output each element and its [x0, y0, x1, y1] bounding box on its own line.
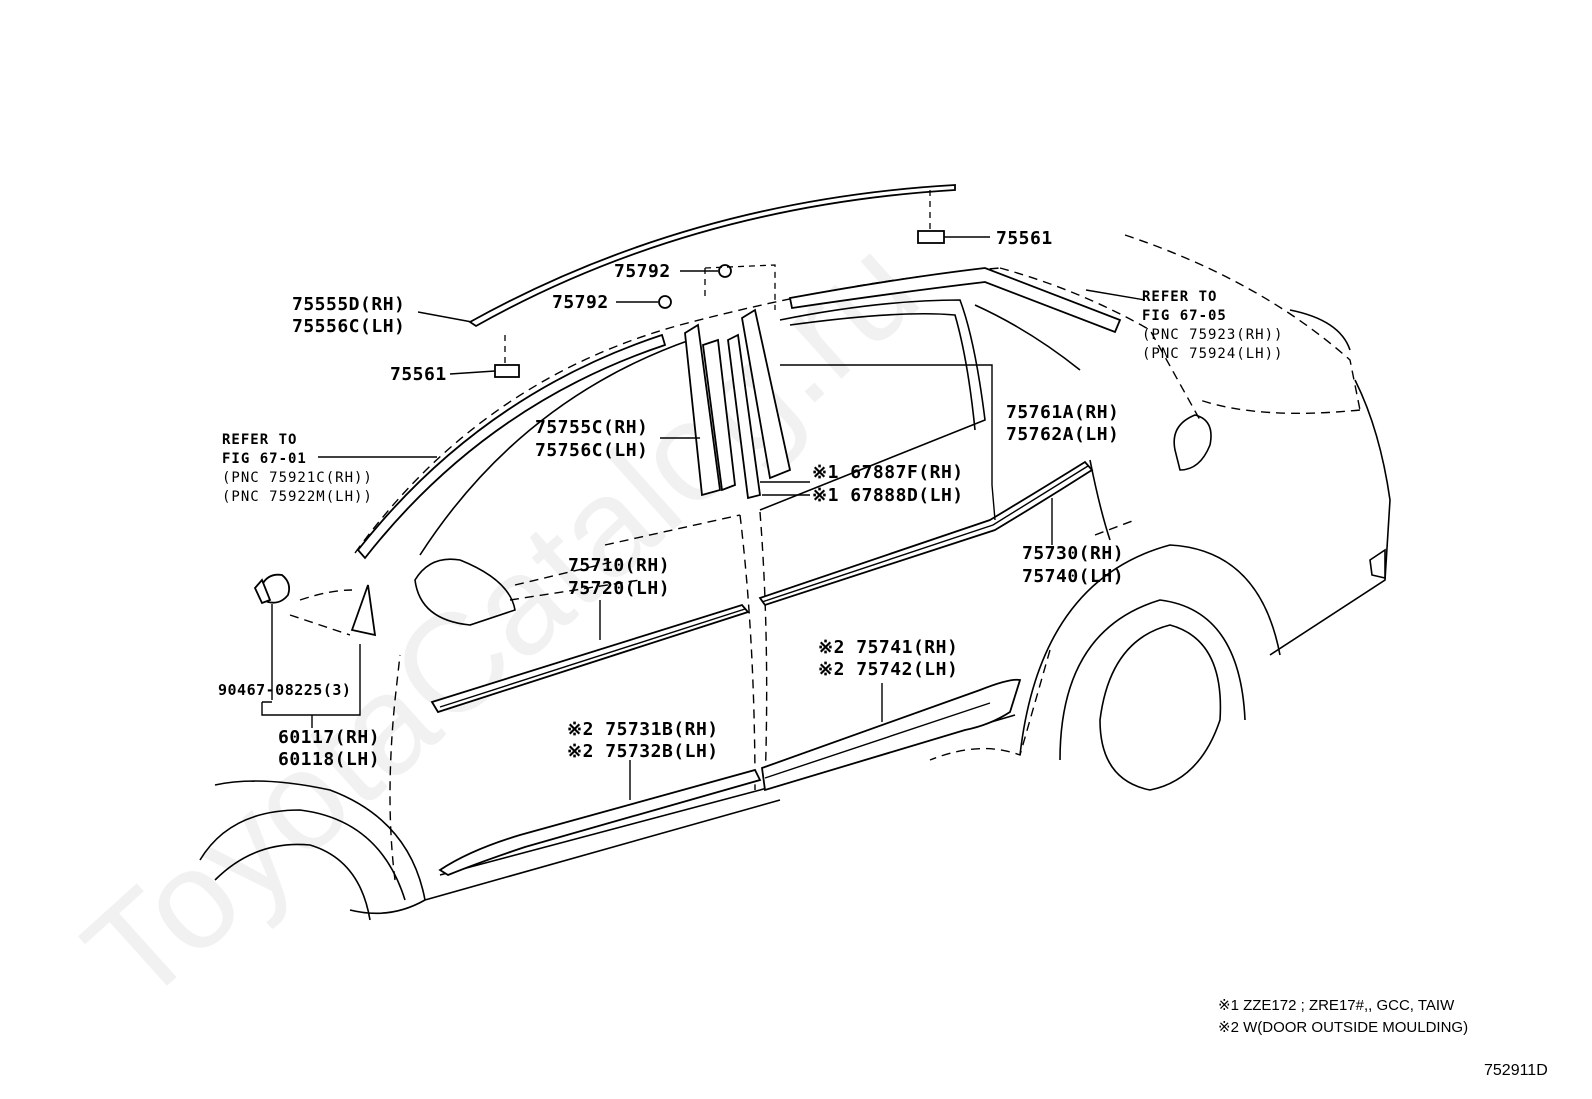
footnote-1: ※1 ZZE172 ; ZRE17#,, GCC, TAIW: [1218, 997, 1455, 1014]
label-75730: 75730(RH): [1022, 543, 1124, 564]
svg-text:FIG 67-01: FIG 67-01: [222, 451, 307, 467]
clip-75561-left: [494, 335, 520, 378]
svg-text:(PNC 75923(RH)): (PNC 75923(RH)): [1142, 327, 1283, 343]
svg-text:FIG 67-05: FIG 67-05: [1142, 308, 1227, 324]
label-90467: 90467-08225(3): [218, 681, 351, 699]
svg-text:REFER TO: REFER TO: [1142, 289, 1217, 305]
label-75732b: ※2 75732B(LH): [567, 741, 719, 762]
roof-drip-moulding: [468, 184, 956, 328]
label-60117: 60117(RH): [278, 727, 380, 748]
label-75561-left: 75561: [390, 364, 447, 385]
svg-text:(PNC 75924(LH)): (PNC 75924(LH)): [1142, 346, 1283, 362]
label-75731b: ※2 75731B(RH): [567, 719, 719, 740]
svg-text:REFER TO: REFER TO: [222, 432, 297, 448]
refer-to-fig-67-05: REFER TO FIG 67-05 (PNC 75923(RH)) (PNC …: [1142, 289, 1283, 362]
front-window-top-moulding: [356, 333, 667, 560]
label-75792-a: 75792: [614, 261, 671, 282]
rear-window-frame-moulding: [788, 267, 1122, 334]
label-75756c: 75756C(LH): [535, 440, 648, 461]
label-67887f: ※1 67887F(RH): [812, 462, 964, 483]
label-75720: 75720(LH): [568, 578, 670, 599]
leader-lines: [261, 236, 1146, 800]
label-75555d: 75555D(RH): [292, 294, 405, 315]
label-60118: 60118(LH): [278, 749, 380, 770]
footnote-2: ※2 W(DOOR OUTSIDE MOULDING): [1218, 1019, 1468, 1036]
center-pillar-garnish: [727, 308, 792, 500]
label-75742: ※2 75742(LH): [818, 659, 958, 680]
label-75792-b: 75792: [552, 292, 609, 313]
label-75761a: 75761A(RH): [1006, 402, 1119, 423]
svg-text:(PNC 75921C(RH)): (PNC 75921C(RH)): [222, 470, 373, 486]
rear-belt-moulding: [758, 460, 1094, 607]
refer-to-fig-67-01: REFER TO FIG 67-01 (PNC 75921C(RH)) (PNC…: [222, 432, 373, 505]
label-75710: 75710(RH): [568, 555, 670, 576]
label-75755c: 75755C(RH): [535, 417, 648, 438]
rear-door-outside-moulding: [761, 678, 1022, 792]
clip-75792-a: [718, 264, 732, 278]
clip-75792-b: [658, 295, 672, 309]
svg-text:(PNC 75922M(LH)): (PNC 75922M(LH)): [222, 489, 373, 505]
label-75741: ※2 75741(RH): [818, 637, 958, 658]
clip-90467: [253, 573, 291, 605]
watermark: ToyotaCatalog.ru: [55, 207, 947, 1032]
front-pillar-garnish: [684, 323, 736, 497]
label-75556c: 75556C(LH): [292, 316, 405, 337]
diagram-code: 752911D: [1484, 1062, 1548, 1079]
label-75561-top: 75561: [996, 228, 1053, 249]
car-body-outline: [199, 234, 1391, 921]
clip-75561-top: [917, 190, 945, 244]
label-75762a: 75762A(LH): [1006, 424, 1119, 445]
front-belt-moulding: [430, 603, 750, 714]
label-75740: 75740(LH): [1022, 566, 1124, 587]
front-door-outside-moulding: [438, 768, 762, 877]
label-67888d: ※1 67888D(LH): [812, 485, 964, 506]
